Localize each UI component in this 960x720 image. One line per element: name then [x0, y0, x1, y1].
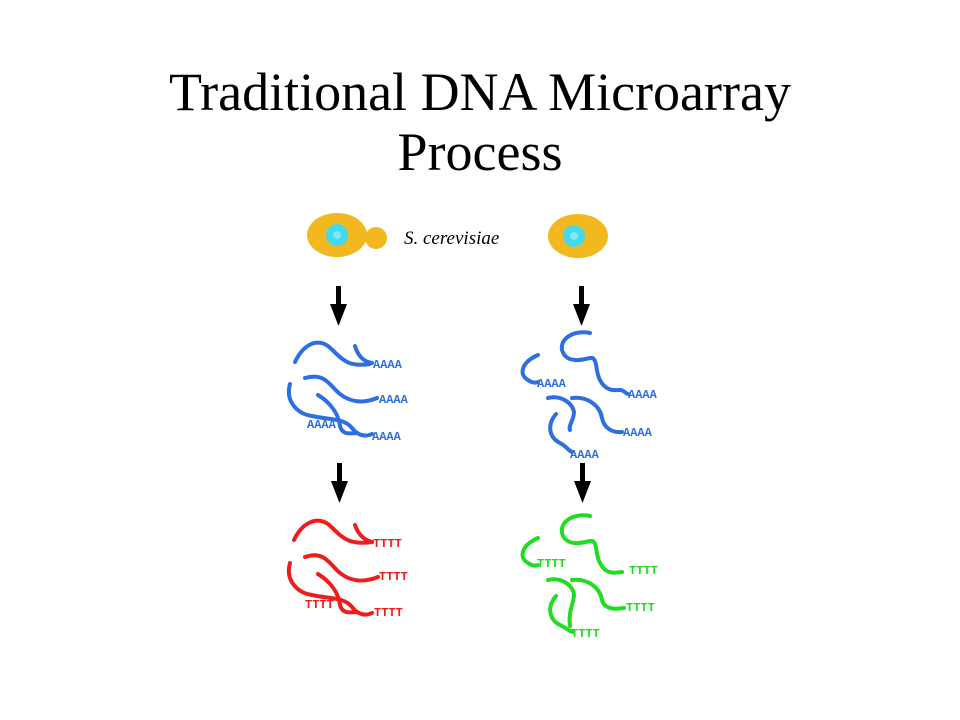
mrna-strand [316, 393, 358, 436]
title-line-2: Process [397, 122, 563, 182]
polya-label: AAAA [623, 426, 653, 440]
mrna-strand [293, 340, 372, 367]
yeast-cell-icon [548, 214, 608, 258]
mrna-strand [520, 353, 540, 385]
down-arrow-icon [331, 463, 348, 503]
polyt-label: TTTT [571, 627, 600, 641]
polya-label: AAAA [373, 358, 403, 372]
cdna-strands-green [520, 513, 626, 634]
cell-bud [365, 227, 387, 249]
cdna-strand [353, 523, 374, 544]
polyt-label: TTTT [305, 598, 334, 612]
cdna-strand [286, 561, 374, 617]
down-arrow-icon [330, 286, 347, 326]
cdna-strands-red [286, 518, 380, 617]
title-line-1: Traditional DNA Microarray [169, 62, 791, 122]
mrna-strands-right [520, 330, 630, 454]
cdna-strand [520, 536, 540, 568]
nucleus-center [570, 232, 578, 240]
down-arrow-icon [573, 286, 590, 326]
polya-label: AAAA [379, 393, 409, 407]
cdna-strand [548, 594, 574, 634]
polya-label: AAAA [307, 418, 337, 432]
mrna-strand [546, 395, 576, 432]
cdna-strand [316, 572, 358, 615]
polyt-label: TTTT [374, 606, 403, 620]
mrna-strand [570, 395, 624, 435]
slide-title: Traditional DNA Microarray Process [0, 62, 960, 182]
polyt-label: TTTT [629, 564, 658, 578]
polya-label: AAAA [372, 430, 402, 444]
polya-label: AAAA [570, 448, 600, 462]
polya-label: AAAA [537, 377, 567, 391]
mrna-strands-left [286, 340, 379, 438]
mrna-strand [353, 344, 374, 365]
cdna-strand [303, 553, 380, 583]
polya-label: AAAA [628, 388, 658, 402]
cdna-strand [292, 518, 374, 545]
polyt-label: TTTT [373, 537, 402, 551]
cdna-strand [570, 577, 626, 611]
organism-label: S. cerevisiae [404, 228, 499, 249]
cdna-strand [559, 513, 624, 575]
mrna-strand [303, 374, 379, 404]
nucleus-center [333, 231, 341, 239]
polyt-label: TTTT [626, 601, 655, 615]
mrna-strand [286, 382, 374, 438]
polyt-label: TTTT [537, 557, 566, 571]
mrna-strand [548, 412, 574, 454]
polyt-label: TTTT [379, 570, 408, 584]
yeast-cell-budding-icon [307, 213, 387, 257]
down-arrow-icon [574, 463, 591, 503]
mrna-strand [559, 330, 630, 396]
cdna-strand [546, 577, 576, 628]
